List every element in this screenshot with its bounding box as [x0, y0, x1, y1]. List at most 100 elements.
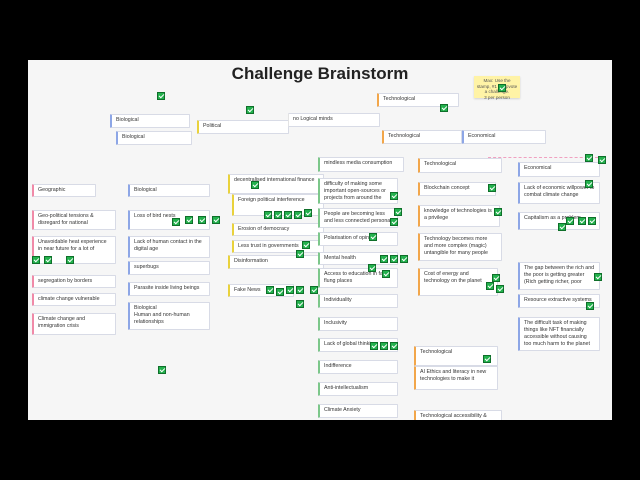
vote-stamp[interactable]: [264, 211, 272, 219]
note-disinformation[interactable]: Disinformation: [228, 255, 324, 269]
note-technological-top-2[interactable]: Technological: [382, 130, 462, 144]
vote-stamp[interactable]: [498, 84, 506, 92]
vote-stamp[interactable]: [212, 216, 220, 224]
note-mindless-media[interactable]: mindless media consumption: [318, 157, 404, 172]
vote-stamp[interactable]: [276, 288, 284, 296]
vote-stamp[interactable]: [585, 180, 593, 188]
note-political-top[interactable]: Political: [197, 120, 289, 134]
vote-stamp[interactable]: [66, 256, 74, 264]
note-knowledge-privilege[interactable]: knowledge of technologies is a privilege: [418, 205, 500, 227]
vote-stamp[interactable]: [492, 274, 500, 282]
vote-stamp[interactable]: [251, 181, 259, 189]
note-climate-anxiety[interactable]: Climate Anxiety: [318, 404, 398, 418]
note-resource-extractive[interactable]: Resource extractive systems: [518, 294, 600, 308]
note-cost-energy[interactable]: Cost of energy and technology on the pla…: [418, 268, 498, 296]
vote-stamp[interactable]: [296, 250, 304, 258]
vote-stamp[interactable]: [370, 342, 378, 350]
whiteboard-canvas[interactable]: Challenge Brainstorm Max: Use the stamp,…: [28, 60, 612, 420]
vote-stamp[interactable]: [585, 154, 593, 162]
note-indifference[interactable]: Indifference: [318, 360, 398, 374]
vote-stamp[interactable]: [382, 270, 390, 278]
note-technological[interactable]: Technological: [418, 158, 502, 173]
vote-stamp[interactable]: [390, 192, 398, 200]
vote-stamp[interactable]: [158, 366, 166, 374]
vote-stamp[interactable]: [494, 208, 502, 216]
vote-stamp[interactable]: [440, 104, 448, 112]
note-erosion-democracy[interactable]: Erosion of democracy: [232, 223, 324, 236]
vote-stamp[interactable]: [380, 342, 388, 350]
vote-stamp[interactable]: [483, 355, 491, 363]
note-biological[interactable]: Biological: [128, 184, 210, 197]
note-difficult-task-nft[interactable]: The difficult task of making things like…: [518, 317, 600, 351]
note-economical-top[interactable]: Economical: [462, 130, 546, 144]
note-biological-top[interactable]: Biological: [110, 114, 190, 128]
vote-stamp[interactable]: [294, 211, 302, 219]
vote-stamp[interactable]: [566, 217, 574, 225]
vote-stamp[interactable]: [588, 217, 596, 225]
vote-stamp[interactable]: [172, 218, 180, 226]
vote-stamp[interactable]: [394, 208, 402, 216]
vote-stamp[interactable]: [390, 218, 398, 226]
note-lack-economic-willpower[interactable]: Lack of economic willpower to combat cli…: [518, 182, 600, 204]
note-geographic[interactable]: Geographic: [32, 184, 96, 197]
note-ai-ethics[interactable]: AI Ethics and literacy in new technologi…: [414, 366, 498, 390]
vote-stamp[interactable]: [198, 216, 206, 224]
note-loss-bird-nests[interactable]: Loss of bird nests: [128, 210, 210, 230]
sticky-note[interactable]: Max: Use the stamp, #1 to upvote a chall…: [474, 76, 520, 100]
note-access-education[interactable]: Access to education in far flung places: [318, 268, 398, 288]
vote-stamp[interactable]: [284, 211, 292, 219]
vote-stamp[interactable]: [496, 285, 504, 293]
note-technological-top[interactable]: Technological: [377, 93, 459, 107]
vote-stamp[interactable]: [380, 255, 388, 263]
note-biological-top-2[interactable]: Biological: [116, 131, 192, 145]
note-polarisation[interactable]: Polarisation of opinion: [318, 232, 398, 246]
note-no-logical-minds[interactable]: no Logical minds: [288, 113, 380, 127]
vote-stamp[interactable]: [304, 209, 312, 217]
vote-stamp[interactable]: [266, 286, 274, 294]
note-biological-relationships[interactable]: Biological Human and non-human relations…: [128, 302, 210, 330]
vote-stamp[interactable]: [302, 241, 310, 249]
note-blockchain[interactable]: Blockchain concept: [418, 182, 496, 196]
vote-stamp[interactable]: [185, 216, 193, 224]
vote-stamp[interactable]: [274, 211, 282, 219]
note-lack-human-contact[interactable]: Lack of human contact in the digital age: [128, 236, 210, 258]
note-geo-political[interactable]: Geo-political tensions & disregard for n…: [32, 210, 116, 230]
note-fake-news[interactable]: Fake News: [228, 284, 294, 297]
vote-stamp[interactable]: [486, 282, 494, 290]
note-technological-2[interactable]: Technological: [414, 346, 498, 366]
vote-stamp[interactable]: [157, 92, 165, 100]
vote-stamp[interactable]: [310, 286, 318, 294]
note-superbugs[interactable]: superbugs: [128, 261, 210, 275]
note-decentralised-finance[interactable]: decentralised international finance: [228, 174, 324, 194]
note-rich-poor-gap[interactable]: The gap between the rich and the poor is…: [518, 262, 600, 290]
vote-stamp[interactable]: [400, 255, 408, 263]
vote-stamp[interactable]: [390, 255, 398, 263]
note-tech-accessibility[interactable]: Technological accessibility &: [414, 410, 502, 420]
note-people-less-connected[interactable]: People are becoming less and less connec…: [318, 208, 398, 228]
vote-stamp[interactable]: [598, 156, 606, 164]
note-climate-migration[interactable]: Climate change and immigration crisis: [32, 313, 116, 335]
note-tech-complex[interactable]: Technology becomes more and more complex…: [418, 233, 502, 261]
vote-stamp[interactable]: [369, 233, 377, 241]
vote-stamp[interactable]: [368, 264, 376, 272]
note-individuality[interactable]: Individuality: [318, 294, 398, 308]
note-segregation[interactable]: segregation by borders: [32, 275, 116, 288]
vote-stamp[interactable]: [558, 223, 566, 231]
note-inclusivity[interactable]: Inclusivity: [318, 317, 398, 331]
note-parasite[interactable]: Parasite inside living beings: [128, 282, 210, 296]
vote-stamp[interactable]: [488, 184, 496, 192]
vote-stamp[interactable]: [286, 286, 294, 294]
note-climate-vulnerable[interactable]: climate change vulnerable: [32, 293, 116, 306]
vote-stamp[interactable]: [296, 300, 304, 308]
vote-stamp[interactable]: [246, 106, 254, 114]
vote-stamp[interactable]: [578, 217, 586, 225]
note-less-trust[interactable]: Less trust in governments: [232, 240, 324, 253]
vote-stamp[interactable]: [296, 286, 304, 294]
vote-stamp[interactable]: [586, 302, 594, 310]
vote-stamp[interactable]: [390, 342, 398, 350]
vote-stamp[interactable]: [594, 273, 602, 281]
vote-stamp[interactable]: [32, 256, 40, 264]
note-anti-intellectualism[interactable]: Anti-intellectualism: [318, 382, 398, 396]
vote-stamp[interactable]: [44, 256, 52, 264]
note-difficulty-open-source[interactable]: difficulty of making some important open…: [318, 178, 398, 204]
